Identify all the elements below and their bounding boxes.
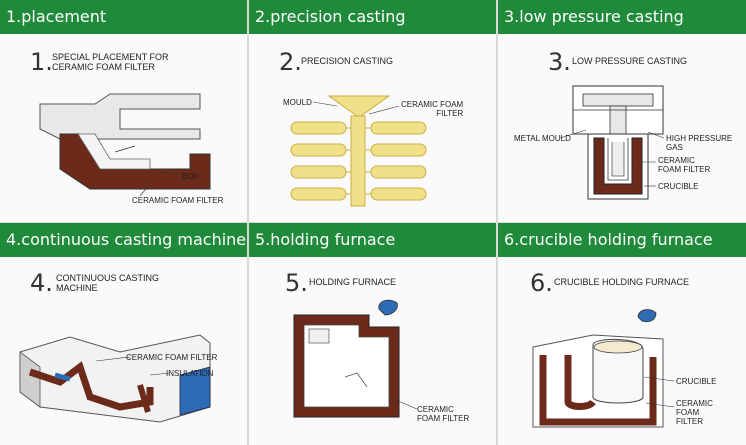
panel-body: 3. LOW PRESSURE CASTING METAL MOULD HIGH… bbox=[498, 34, 746, 222]
step-caption: HOLDING FURNACE bbox=[309, 277, 397, 287]
step-caption: LOW PRESSURE CASTING bbox=[572, 56, 688, 66]
label-crucible: CRUCIBLE bbox=[658, 182, 699, 191]
label-ceramic-foam-filter: CERAMIC FOAM FILTER bbox=[401, 100, 464, 118]
label-ceramic-foam-filter: CERAMIC FOAM FILTER bbox=[132, 196, 224, 205]
panel-body: 2. PRECISION CASTING bbox=[249, 34, 497, 222]
low-pressure-casting-diagram bbox=[559, 85, 665, 200]
panel-title: 1.placement bbox=[0, 0, 248, 34]
label-insulation: INSULATION bbox=[166, 369, 214, 378]
step-caption: SPECIAL PLACEMENT FOR CERAMIC FOAM FILTE… bbox=[52, 52, 169, 72]
panel-placement: 1.placement 1. SPECIAL PLACEMENT FOR CER… bbox=[0, 0, 248, 222]
separator bbox=[0, 222, 746, 223]
precision-casting-diagram bbox=[290, 95, 427, 207]
panel-body: 6. CRUCIBLE HOLDING FURNACE CRUCIBLE CER… bbox=[498, 257, 746, 445]
panel-holding-furnace: 5.holding furnace 5. HOLDING FURNACE CER… bbox=[249, 223, 497, 445]
panel-body: 5. HOLDING FURNACE CERAMIC FOAM FILTER bbox=[249, 257, 497, 445]
holding-furnace-diagram bbox=[293, 299, 418, 418]
panel-precision-casting: 2.precision casting 2. PRECISION CASTING bbox=[249, 0, 497, 222]
step-caption: PRECISION CASTING bbox=[301, 56, 394, 66]
label-crucible: CRUCIBLE bbox=[676, 377, 717, 386]
panel-title: 6.crucible holding furnace bbox=[498, 223, 746, 257]
label-mould: MOULD bbox=[283, 98, 312, 107]
label-ceramic-foam-filter: CERAMIC FOAM FILTER bbox=[417, 405, 470, 423]
step-caption: CRUCIBLE HOLDING FURNACE bbox=[554, 277, 690, 287]
label-ceramic-foam-filter: CERAMIC FOAM FILTER bbox=[676, 399, 713, 426]
label-metal-mould: METAL MOULD bbox=[514, 134, 571, 143]
step-number: 6. bbox=[530, 269, 553, 297]
placement-diagram bbox=[39, 93, 211, 197]
panel-title: 2.precision casting bbox=[249, 0, 497, 34]
label-ceramic-foam-filter: CERAMIC FOAM FILTER bbox=[658, 156, 711, 174]
panel-body: 1. SPECIAL PLACEMENT FOR CERAMIC FOAM FI… bbox=[0, 34, 248, 222]
step-number: 1. bbox=[30, 48, 53, 76]
panel-low-pressure-casting: 3.low pressure casting 3. LOW PRESSURE C… bbox=[498, 0, 746, 222]
panel-continuous-casting: 4.continuous casting machine 4. CONTINUO… bbox=[0, 223, 248, 445]
panel-body: 4. CONTINUOUS CASTING MACHINE CERAMIC FO… bbox=[0, 257, 248, 445]
step-number: 5. bbox=[285, 269, 308, 297]
step-number: 2. bbox=[279, 48, 302, 76]
crucible-holding-furnace-diagram bbox=[532, 309, 675, 428]
panel-title: 3.low pressure casting bbox=[498, 0, 746, 34]
label-ceramic-foam-filter: CERAMIC FOAM FILTER bbox=[126, 353, 218, 362]
label-box: BOX bbox=[182, 172, 199, 181]
panel-crucible-holding-furnace: 6.crucible holding furnace 6. CRUCIBLE H… bbox=[498, 223, 746, 445]
step-number: 3. bbox=[548, 48, 571, 76]
step-caption: CONTINUOUS CASTING MACHINE bbox=[56, 273, 160, 293]
step-number: 4. bbox=[30, 269, 53, 297]
panel-title: 5.holding furnace bbox=[249, 223, 497, 257]
continuous-casting-diagram bbox=[19, 334, 211, 423]
panel-title: 4.continuous casting machine bbox=[0, 223, 248, 257]
label-high-pressure-gas: HIGH PRESSURE GAS bbox=[666, 134, 733, 152]
